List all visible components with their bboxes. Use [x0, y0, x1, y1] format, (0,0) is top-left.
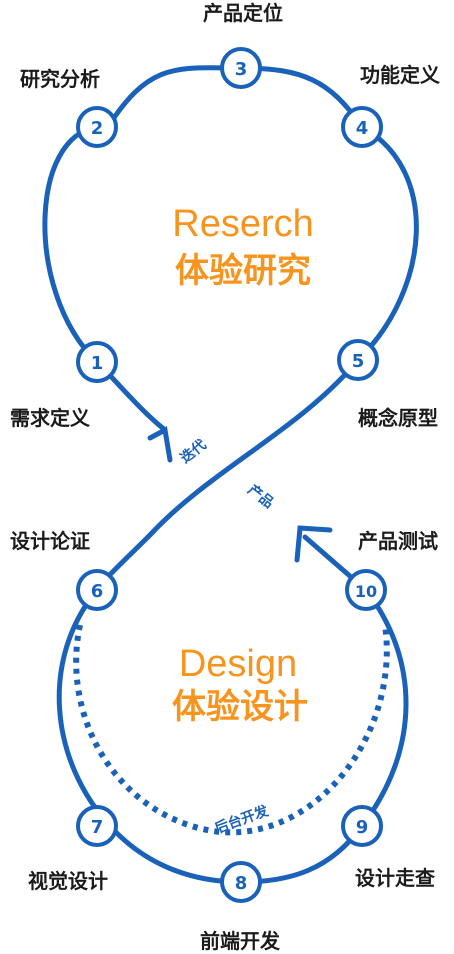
step-number: 7	[91, 817, 104, 838]
step-number: 6	[91, 581, 104, 602]
research-title-en: Reserch	[172, 203, 314, 245]
step-number: 5	[352, 351, 365, 372]
step-label-4: 功能定义	[360, 63, 440, 87]
step-node-9: 9	[341, 805, 383, 847]
step-number: 9	[356, 817, 369, 838]
backend-dev-arc	[73, 624, 390, 836]
backend-dev-label: 后台开发	[212, 802, 271, 837]
step-node-5: 5	[337, 339, 379, 381]
step-label-7: 视觉设计	[28, 869, 108, 893]
step-node-1: 1	[76, 341, 118, 383]
step-label-2: 研究分析	[20, 67, 100, 91]
product-label: 产品	[245, 481, 278, 512]
step-number: 8	[235, 873, 248, 894]
iterate-arrowhead	[147, 426, 173, 463]
step-label-6: 设计论证	[10, 529, 90, 553]
product-arrowhead	[294, 525, 333, 563]
step-label-1: 需求定义	[10, 406, 90, 430]
step-number: 3	[235, 59, 248, 80]
step-label-5: 概念原型	[358, 406, 438, 430]
step-node-3: 3	[220, 47, 262, 89]
step-node-2: 2	[76, 106, 118, 148]
step-label-8: 前端开发	[200, 929, 281, 953]
design-title-en: Design	[179, 643, 297, 685]
step-number: 4	[356, 118, 369, 139]
step-node-6: 6	[76, 569, 118, 611]
step-node-8: 8	[220, 861, 262, 903]
cross-line-5-to-6	[94, 357, 361, 593]
step-label-9: 设计走查	[355, 866, 435, 890]
step-label-3: 产品定位	[203, 1, 283, 25]
step-number: 1	[91, 353, 104, 374]
step-number: 2	[91, 118, 104, 139]
iterate-label: 迭代	[177, 436, 210, 467]
step-node-7: 7	[76, 805, 118, 847]
step-node-10: 10	[345, 569, 387, 611]
design-title-cn: 体验设计	[172, 687, 308, 727]
research-title-cn: 体验研究	[175, 251, 311, 291]
step-number: 10	[355, 582, 377, 601]
step-label-10: 产品测试	[358, 529, 438, 553]
step-node-4: 4	[341, 106, 383, 148]
